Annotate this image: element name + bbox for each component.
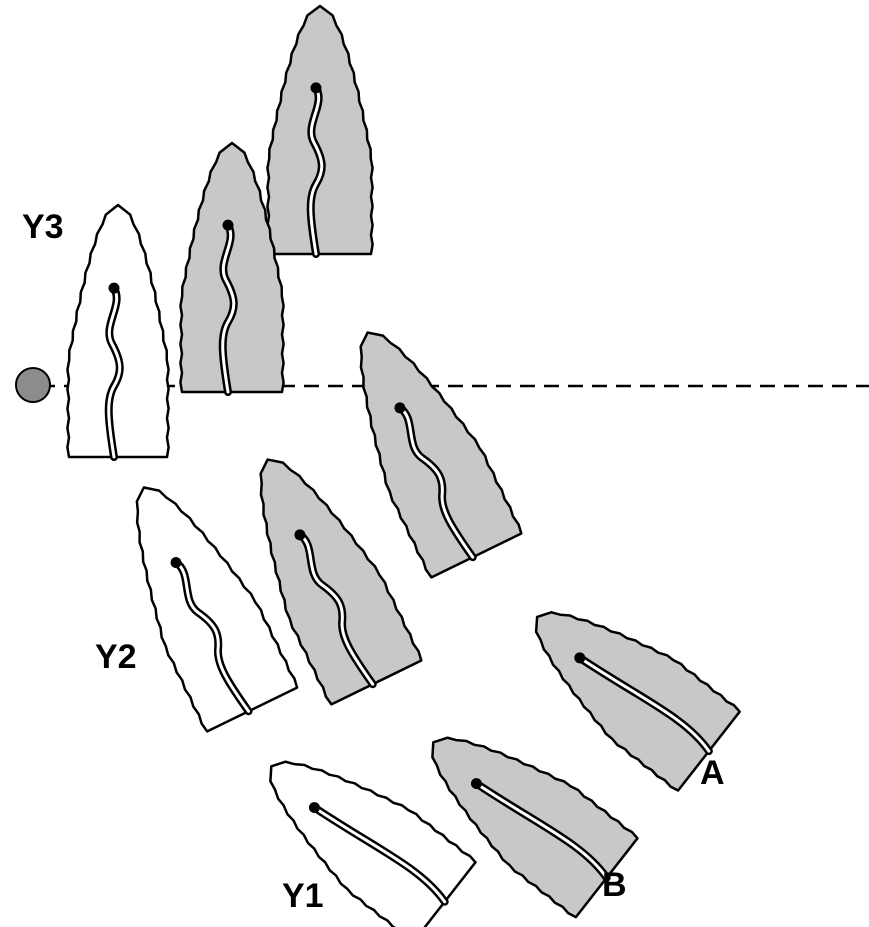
label-y1: Y1: [282, 877, 324, 915]
mast-dot: [470, 778, 482, 790]
boat-hull: [66, 203, 170, 459]
sail-fill: [398, 406, 475, 559]
sail-fill: [309, 86, 324, 256]
mast-dot: [108, 282, 120, 294]
label-b: B: [602, 866, 627, 904]
sail-fill: [578, 656, 711, 753]
mast-dot: [222, 219, 234, 231]
label-a: A: [700, 754, 725, 792]
boat-mid-shaded: [179, 141, 285, 396]
boat-y1: [269, 760, 477, 927]
boat-center-shaded: [259, 458, 423, 706]
label-y3: Y3: [22, 208, 64, 246]
mast-dot: [308, 802, 320, 814]
label-y2: Y2: [95, 638, 137, 676]
boat-y3: [66, 203, 170, 461]
mast-dot: [574, 652, 586, 664]
mast-dot: [310, 82, 322, 94]
boat-top-shaded: [266, 4, 374, 258]
sail-fill: [107, 286, 122, 459]
sail-fill: [312, 806, 447, 904]
mast-dot: [294, 529, 306, 541]
boat-on-line-shaded: [359, 331, 523, 579]
mast-dot: [170, 557, 182, 569]
boat-b: [431, 736, 639, 919]
boat-hull: [266, 4, 374, 256]
boats-layer: [66, 4, 741, 927]
boat-y2: [135, 486, 299, 733]
mark-buoy: [15, 367, 51, 403]
sail-fill: [474, 782, 609, 880]
sail-fill: [174, 561, 251, 713]
sail-fill: [298, 533, 375, 686]
mast-dot: [394, 402, 406, 414]
boat-a: [534, 611, 741, 792]
sail-fill: [221, 223, 236, 394]
labels-layer: Y3 Y2 Y1 A B: [22, 208, 725, 915]
